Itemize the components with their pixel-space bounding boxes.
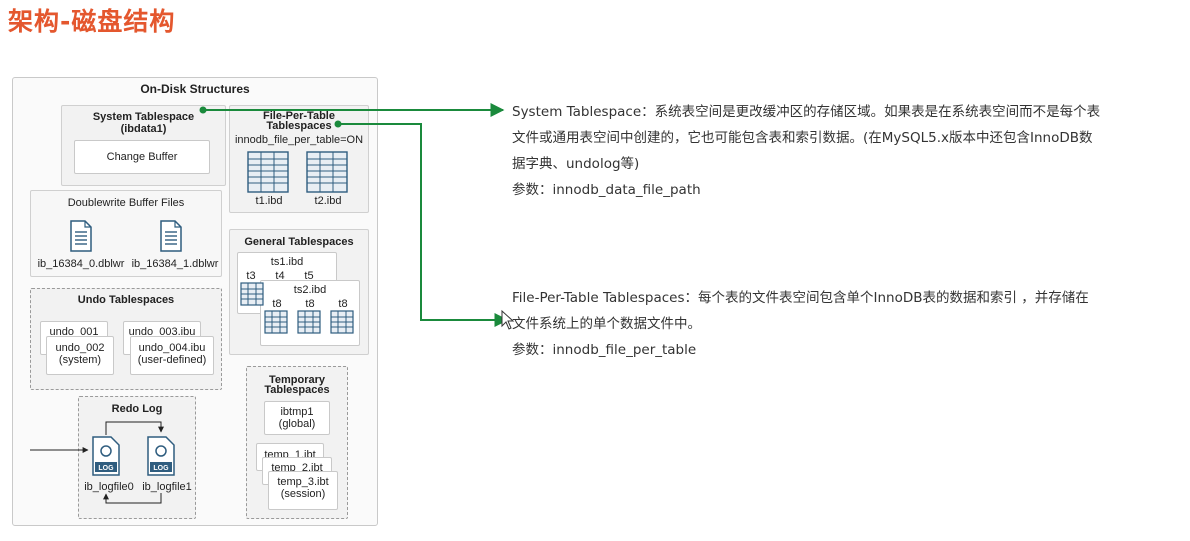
ib-logfile1-label: ib_logfile1: [142, 481, 192, 493]
ibtmp-note: (global): [278, 418, 316, 430]
t2-ibd-icon: [306, 151, 348, 193]
ts1-table-t4: t4: [275, 270, 285, 282]
ts1-table-t3: t3: [246, 270, 256, 282]
file-per-table-title-2: Tablespaces: [266, 120, 332, 132]
ts1-table-icon: [240, 282, 264, 306]
t1-ibd-icon: [247, 151, 289, 193]
ts2-table-2-icon: [297, 310, 321, 334]
redo-back-arrow: [103, 493, 162, 504]
log-file-0-icon: LOG: [92, 436, 120, 476]
t1-ibd-label: t1.ibd: [255, 195, 283, 207]
redo-log-title: Redo Log: [111, 403, 163, 415]
system-desc-line-2: 文件或通用表空间中创建的，它也可能包含表和索引数据。(在MySQL5.x版本中还…: [512, 130, 1093, 146]
undo-004-label: undo_004.ibu: [138, 342, 206, 354]
file-per-table-setting: innodb_file_per_table=ON: [234, 134, 364, 146]
undo-tablespaces-title: Undo Tablespaces: [77, 294, 175, 306]
temporary-tablespaces-box: Temporary Tablespaces ibtmp1 (global) te…: [246, 366, 348, 519]
ts1-label: ts1.ibd: [270, 256, 304, 268]
file-per-table-description: File-Per-Table Tablespaces：每个表的文件表空间包含单个…: [512, 285, 1182, 363]
undo-001-label: undo_001: [49, 326, 99, 338]
undo-004-box: undo_004.ibu (user-defined): [130, 336, 214, 375]
t2-ibd-label: t2.ibd: [314, 195, 342, 207]
ibtmp-label: ibtmp1: [280, 406, 314, 418]
ts2-table-3: t8: [338, 298, 348, 310]
system-desc-line-1: System Tablespace：系统表空间是更改缓冲区的存储区域。如果表是在…: [512, 104, 1101, 120]
ts2-table-1: t8: [272, 298, 282, 310]
system-tablespace-box: System Tablespace (ibdata1) Change Buffe…: [61, 105, 226, 186]
system-desc-param: 参数：innodb_data_file_path: [512, 182, 701, 198]
diagram-title: On-Disk Structures: [140, 82, 250, 96]
ts2-table-3-icon: [330, 310, 354, 334]
ts2-table-1-icon: [264, 310, 288, 334]
system-desc-line-3: 据字典、undolog等): [512, 156, 640, 172]
mouse-cursor-icon: [501, 309, 515, 330]
log-icon-label-0: LOG: [98, 465, 114, 472]
undo-tablespaces-box: Undo Tablespaces undo_001 undo_002 (syst…: [30, 288, 222, 390]
fpt-desc-param: 参数：innodb_file_per_table: [512, 342, 697, 358]
general-tablespaces-title: General Tablespaces: [244, 236, 354, 248]
undo-002-box: undo_002 (system): [46, 336, 114, 375]
ts1-table-t5: t5: [304, 270, 314, 282]
doublewrite-title: Doublewrite Buffer Files: [67, 197, 185, 209]
change-buffer-box: Change Buffer: [74, 140, 210, 174]
file-per-table-connector-arrow: [338, 123, 509, 327]
ibtmp-box: ibtmp1 (global): [264, 401, 330, 435]
ib-logfile0-label: ib_logfile0: [84, 481, 134, 493]
fpt-desc-line-2: 文件系统上的单个数据文件中。: [512, 316, 701, 332]
fpt-desc-line-1: File-Per-Table Tablespaces：每个表的文件表空间包含单个…: [512, 290, 1089, 306]
doublewrite-buffer-box: Doublewrite Buffer Files ib_16384_0.dblw…: [30, 190, 222, 277]
dblwr-file-0-icon: [70, 220, 92, 252]
ts2-label: ts2.ibd: [293, 284, 327, 296]
undo-004-note: (user-defined): [137, 354, 207, 366]
system-tablespace-title: System Tablespace: [92, 111, 195, 123]
log-icon-label-1: LOG: [153, 465, 169, 472]
undo-003-label: undo_003.ibu: [128, 326, 196, 338]
dblwr-file-1-icon: [160, 220, 182, 252]
system-tablespace-subtitle: (ibdata1): [120, 123, 167, 135]
redo-forward-arrow: [105, 421, 164, 435]
system-tablespace-description: System Tablespace：系统表空间是更改缓冲区的存储区域。如果表是在…: [512, 99, 1182, 203]
undo-002-label: undo_002: [55, 342, 105, 354]
dblwr-file-1: ib_16384_1.dblwr: [131, 258, 219, 270]
dblwr-file-0: ib_16384_0.dblwr: [37, 258, 125, 270]
ts2-table-2: t8: [305, 298, 315, 310]
undo-002-note: (system): [58, 354, 102, 366]
temporary-title-1: Temporary: [268, 374, 326, 386]
temporary-title-2: Tablespaces: [264, 384, 330, 396]
temp-3-label: temp_3.ibt: [277, 476, 329, 488]
temp-3-box: temp_3.ibt (session): [268, 471, 338, 510]
temp-3-note: (session): [280, 488, 326, 500]
page-title: 架构-磁盘结构: [8, 7, 176, 36]
general-tablespaces-box: General Tablespaces ts1.ibd t3 t4 t5 ts2…: [229, 229, 369, 355]
file-per-table-title-1: File-Per-Table: [263, 110, 335, 122]
change-buffer-label: Change Buffer: [106, 151, 178, 163]
log-file-1-icon: LOG: [147, 436, 175, 476]
